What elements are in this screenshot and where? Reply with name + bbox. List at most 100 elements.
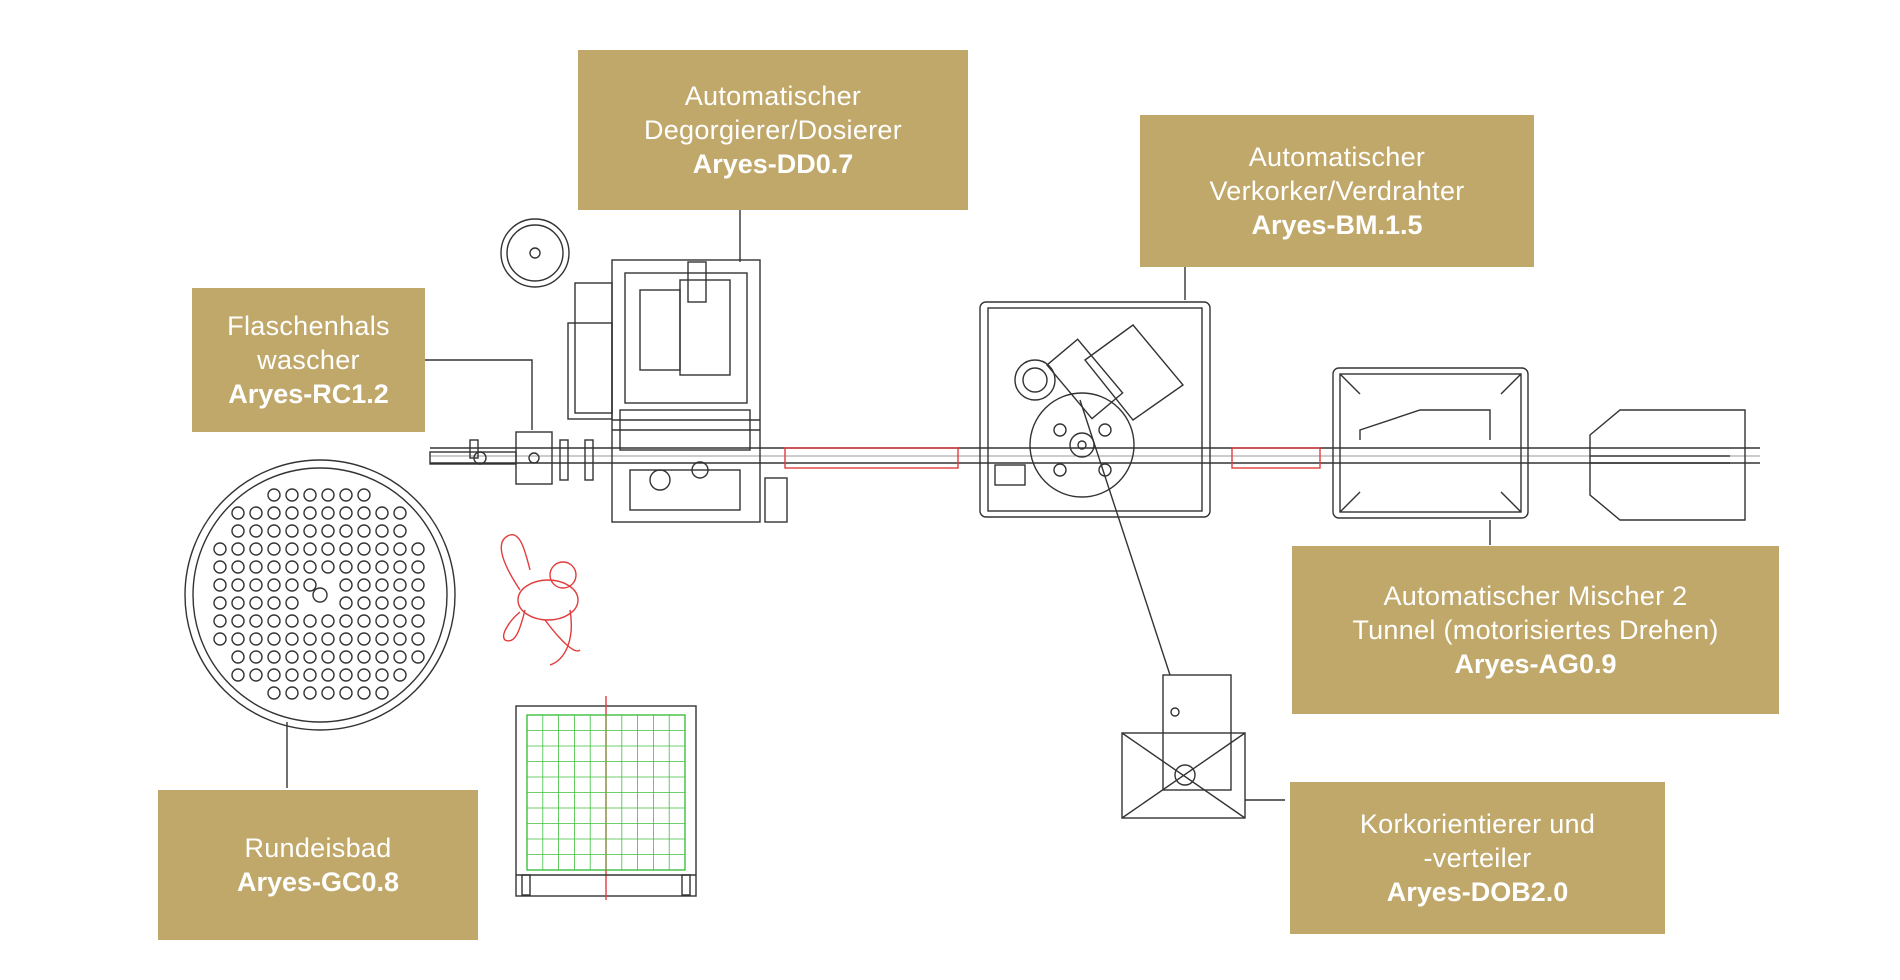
bath-hole xyxy=(285,488,299,502)
bath-hole xyxy=(303,506,317,520)
bath-hole xyxy=(375,596,389,610)
bath-hole xyxy=(393,650,407,664)
riddler-machine xyxy=(1332,367,1746,521)
bath-hole xyxy=(375,614,389,628)
bath-hole xyxy=(285,542,299,556)
bath-hole xyxy=(375,686,389,700)
conveyor-red-segments xyxy=(784,447,1321,469)
bath-hole xyxy=(267,488,281,502)
bath-hole xyxy=(357,560,371,574)
bath-hole xyxy=(321,560,335,574)
label-line: Automatischer xyxy=(1248,142,1426,172)
wheel-part xyxy=(500,218,570,288)
label-line: Rundeisbad xyxy=(244,833,392,863)
bath-hole xyxy=(213,578,227,592)
label-ice-bath: Rundeisbad Aryes-GC0.8 xyxy=(158,790,478,940)
bath-hole xyxy=(249,542,263,556)
bath-hole xyxy=(267,560,281,574)
bath-hole xyxy=(213,632,227,646)
crate-grid xyxy=(526,714,686,871)
bath-hole xyxy=(303,542,317,556)
bath-hole xyxy=(357,488,371,502)
bath-hole xyxy=(303,488,317,502)
leader-cork xyxy=(1079,399,1171,676)
bath-hole xyxy=(249,506,263,520)
bath-hole xyxy=(375,578,389,592)
bath-hole xyxy=(339,560,353,574)
bath-hole xyxy=(375,560,389,574)
label-line: -verteiler xyxy=(1423,843,1532,873)
label-line: Verkorker/Verdrahter xyxy=(1209,176,1465,206)
bath-hole xyxy=(411,596,425,610)
bath-hole xyxy=(267,632,281,646)
bath-hole xyxy=(285,596,299,610)
bath-hole xyxy=(339,524,353,538)
bath-hole xyxy=(411,650,425,664)
bath-hole xyxy=(267,578,281,592)
bath-hole xyxy=(267,596,281,610)
bath-hole xyxy=(321,542,335,556)
bath-hole xyxy=(393,596,407,610)
bath-hole xyxy=(357,578,371,592)
label-line: Automatischer xyxy=(684,81,862,111)
bath-hole xyxy=(285,578,299,592)
bath-hole xyxy=(357,596,371,610)
bath-hole xyxy=(249,668,263,682)
bath-hole xyxy=(375,506,389,520)
bath-hole xyxy=(339,614,353,628)
label-line: Korkorientierer und xyxy=(1359,809,1596,839)
bath-hole xyxy=(285,632,299,646)
bath-hole xyxy=(411,542,425,556)
bath-hole xyxy=(285,668,299,682)
bath-hole xyxy=(213,542,227,556)
bath-hole xyxy=(213,560,227,574)
model-name: Aryes-DOB2.0 xyxy=(1386,877,1569,907)
bath-hole xyxy=(267,614,281,628)
bath-hole xyxy=(411,632,425,646)
bath-hole xyxy=(321,668,335,682)
bath-hole xyxy=(339,506,353,520)
bath-hole xyxy=(393,668,407,682)
bath-hole xyxy=(357,668,371,682)
bath-hole xyxy=(357,524,371,538)
bath-hole xyxy=(231,542,245,556)
bath-hole xyxy=(285,524,299,538)
bath-hole xyxy=(339,650,353,664)
bath-hole xyxy=(411,578,425,592)
bath-hole xyxy=(267,686,281,700)
bath-hole xyxy=(321,524,335,538)
bath-hole xyxy=(393,578,407,592)
bath-hole xyxy=(231,668,245,682)
bath-hole xyxy=(249,560,263,574)
bath-hole xyxy=(249,596,263,610)
round-ice-bath xyxy=(184,459,456,731)
label-line: Flaschenhals xyxy=(227,311,390,341)
bath-hole xyxy=(393,560,407,574)
bath-hole xyxy=(321,650,335,664)
bath-hole xyxy=(267,650,281,664)
bath-hole xyxy=(357,614,371,628)
bath-hole xyxy=(321,614,335,628)
bath-hole xyxy=(213,596,227,610)
label-disgorger-doser: Automatischer Degorgierer/Dosierer Aryes… xyxy=(578,50,968,210)
label-neck-washer: Flaschenhals wascher Aryes-RC1.2 xyxy=(192,288,425,432)
operator-figure xyxy=(500,534,581,666)
bath-hole xyxy=(285,506,299,520)
bath-hole xyxy=(375,668,389,682)
bath-hole xyxy=(357,506,371,520)
bath-hole xyxy=(231,650,245,664)
leader-rc xyxy=(425,359,533,430)
bath-hole xyxy=(411,614,425,628)
model-name: Aryes-BM.1.5 xyxy=(1251,210,1423,240)
bath-hole xyxy=(285,686,299,700)
bath-hole xyxy=(303,686,317,700)
bath-hole xyxy=(249,650,263,664)
conveyor xyxy=(430,447,1760,464)
bath-hole xyxy=(321,506,335,520)
bath-hole xyxy=(375,542,389,556)
neck-washer-unit xyxy=(429,431,594,485)
bath-hole xyxy=(303,650,317,664)
bath-hole xyxy=(303,560,317,574)
model-name: Aryes-GC0.8 xyxy=(236,867,400,897)
bath-hole xyxy=(393,542,407,556)
